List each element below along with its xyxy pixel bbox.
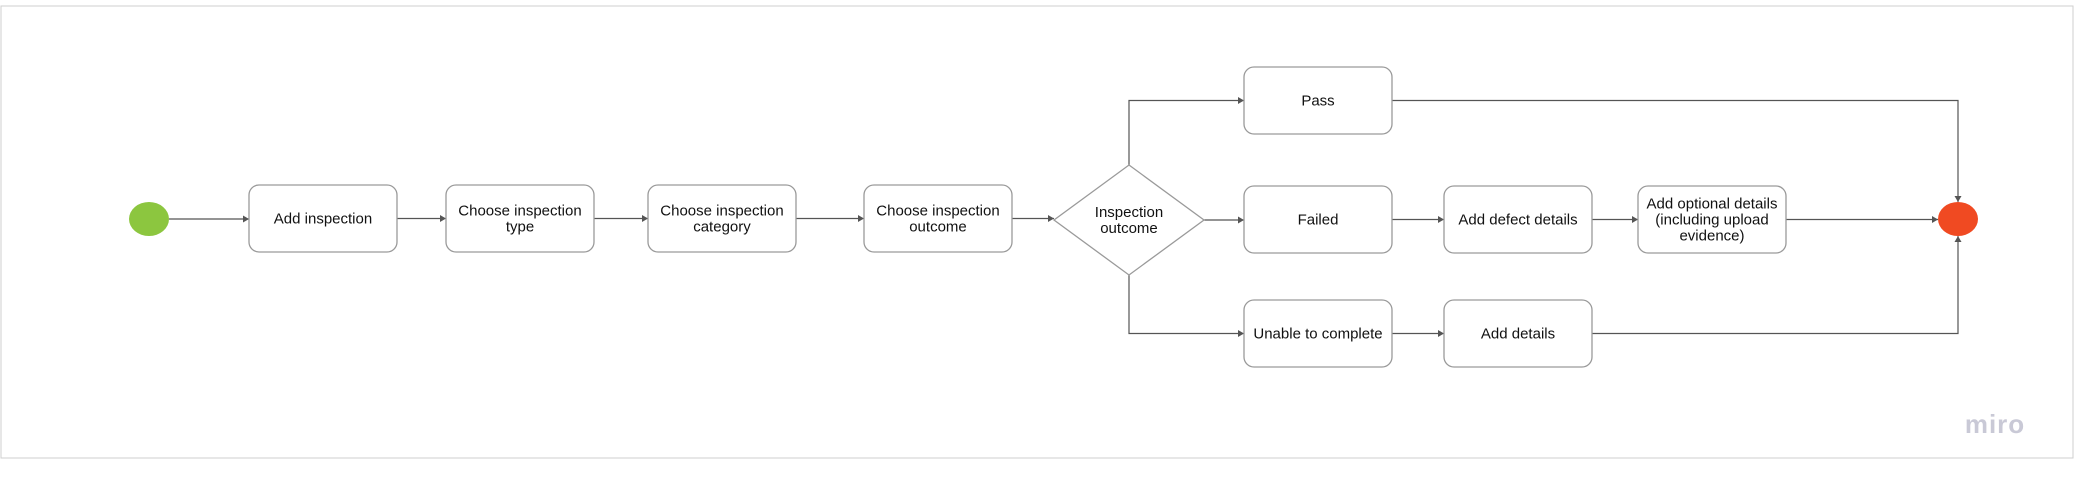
edge-add-details-to-end[interactable]	[1592, 236, 1962, 335]
edge-choose-outcome-to-decision[interactable]	[1012, 215, 1054, 222]
arrowhead	[1048, 215, 1054, 222]
node-label: Pass	[1301, 93, 1334, 110]
node-failed[interactable]: Failed	[1243, 185, 1393, 254]
start-node[interactable]	[129, 202, 169, 236]
end-circle	[1938, 202, 1978, 236]
miro-logo: miro	[1965, 409, 2025, 439]
edge-decision-to-pass[interactable]	[1128, 97, 1244, 165]
edge-failed-to-add-defect[interactable]	[1392, 216, 1444, 223]
edges-layer	[169, 97, 1962, 337]
node-box	[647, 184, 797, 253]
arrowhead	[1438, 330, 1444, 337]
arrowhead	[1438, 216, 1444, 223]
arrowhead	[858, 215, 864, 222]
node-label-line: (including upload	[1655, 212, 1768, 229]
node-label: Unable to complete	[1253, 326, 1382, 343]
node-box	[1243, 185, 1393, 254]
decision-diamond	[1052, 164, 1206, 276]
edge-add-optional-to-end[interactable]	[1786, 216, 1938, 223]
node-label: Add inspection	[274, 211, 372, 228]
edge-choose-type-to-choose-category[interactable]	[594, 215, 648, 222]
node-box	[1637, 185, 1787, 254]
edge-pass-to-end[interactable]	[1392, 99, 1962, 203]
node-label-line: Choose inspection	[660, 203, 783, 220]
node-label-line: Pass	[1301, 93, 1334, 110]
node-add-defect[interactable]: Add defect details	[1443, 185, 1593, 254]
node-label-line: Add optional details	[1647, 196, 1778, 213]
arrowhead	[1238, 216, 1244, 224]
node-label-line: evidence)	[1679, 228, 1744, 245]
node-add-inspection[interactable]: Add inspection	[248, 184, 398, 253]
arrowhead	[243, 215, 249, 223]
node-label-line: Inspection	[1095, 204, 1163, 221]
node-box	[863, 184, 1013, 253]
node-label-line: Choose inspection	[458, 203, 581, 220]
start-circle	[129, 202, 169, 236]
node-box	[248, 184, 398, 253]
node-label: Add details	[1481, 326, 1555, 343]
edge-line	[1128, 99, 1244, 165]
arrowhead	[440, 215, 446, 222]
edge-add-inspection-to-choose-type[interactable]	[397, 215, 446, 222]
edge-line	[1592, 236, 1959, 335]
arrowhead	[642, 215, 648, 222]
arrowhead	[1932, 216, 1938, 223]
arrowhead	[1238, 330, 1244, 337]
edge-line	[1128, 275, 1244, 335]
node-box	[1443, 299, 1593, 368]
node-label: Failed	[1298, 212, 1339, 229]
arrowhead	[1632, 216, 1638, 223]
node-pass[interactable]: Pass	[1243, 66, 1393, 135]
arrowhead	[1954, 236, 1962, 242]
arrowhead	[1238, 97, 1244, 104]
node-label: Add defect details	[1458, 212, 1577, 229]
node-label-line: Add details	[1481, 326, 1555, 343]
node-label-line: outcome	[1100, 220, 1158, 237]
arrowhead	[1954, 196, 1962, 202]
node-label-line: outcome	[909, 219, 967, 236]
edge-add-defect-to-add-optional[interactable]	[1592, 216, 1638, 223]
node-box	[1443, 185, 1593, 254]
node-label-line: Choose inspection	[876, 203, 999, 220]
edge-choose-category-to-choose-outcome[interactable]	[796, 215, 864, 222]
end-node[interactable]	[1938, 202, 1978, 236]
node-box	[1243, 299, 1393, 368]
edge-unable-to-add-details[interactable]	[1392, 330, 1444, 337]
node-label-line: Unable to complete	[1253, 326, 1382, 343]
node-box	[1243, 66, 1393, 135]
node-box	[445, 184, 595, 253]
node-label-line: Failed	[1298, 212, 1339, 229]
node-unable[interactable]: Unable to complete	[1243, 299, 1393, 368]
edge-decision-to-unable[interactable]	[1128, 275, 1244, 337]
node-add-details[interactable]: Add details	[1443, 299, 1593, 368]
node-label-line: category	[693, 219, 751, 236]
board-frame	[0, 5, 2074, 459]
node-label-line: type	[506, 219, 534, 236]
node-label-line: Add inspection	[274, 211, 372, 228]
edge-decision-to-failed[interactable]	[1204, 216, 1244, 224]
node-label-line: Add defect details	[1458, 212, 1577, 229]
edge-line	[1392, 99, 1959, 202]
edge-start-to-add-inspection[interactable]	[169, 215, 249, 223]
